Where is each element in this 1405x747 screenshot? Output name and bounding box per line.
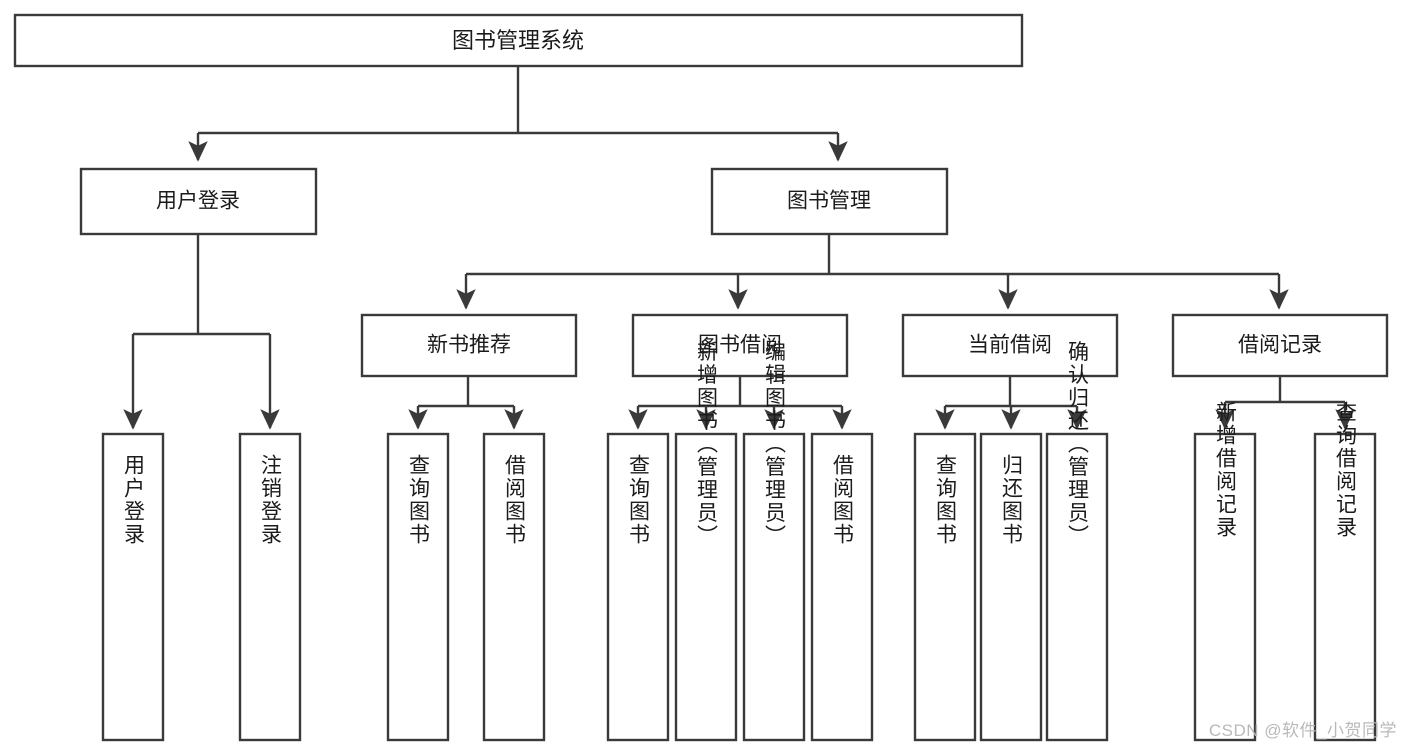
leaf-book-borrow-4[interactable]: 借阅图书	[810, 432, 874, 742]
leaf-label: 借阅图书	[503, 454, 527, 546]
leaf-box[interactable]	[742, 432, 806, 742]
leaf-box[interactable]	[674, 432, 738, 742]
csdn-watermark: CSDN @软件_小贺同学	[1208, 721, 1397, 740]
leaf-label: 新增图书（管理员）	[695, 341, 719, 548]
node-root[interactable]: 图书管理系统	[13, 13, 1024, 68]
leaf-user-login-1[interactable]: 用户登录	[101, 432, 165, 742]
node-user-login-label: 用户登录	[156, 190, 240, 213]
leaf-box[interactable]	[238, 432, 302, 742]
leaf-book-borrow-1[interactable]: 查询图书	[606, 432, 670, 742]
leaf-current-borrow-2[interactable]: 归还图书	[979, 432, 1043, 742]
leaf-new-book-recommend-2[interactable]: 借阅图书	[482, 432, 546, 742]
leaf-box[interactable]	[810, 432, 874, 742]
node-book-management[interactable]: 图书管理	[710, 167, 949, 236]
edges-root-to-level2	[188, 66, 848, 162]
leaf-box[interactable]	[386, 432, 450, 742]
node-book-borrow[interactable]: 图书借阅	[631, 313, 849, 378]
node-book-management-label: 图书管理	[787, 190, 871, 213]
node-root-label: 图书管理系统	[452, 28, 584, 53]
node-new-book-recommend-label: 新书推荐	[427, 334, 511, 357]
leaf-box[interactable]	[606, 432, 670, 742]
leaf-label: 新增借阅记录	[1214, 401, 1238, 539]
edges-book-management-to-level3	[456, 234, 1289, 310]
edges-new-book-recommend-to-leaves	[408, 376, 524, 430]
edges-borrow-record-to-leaves	[1215, 376, 1355, 430]
leaf-borrow-record-2[interactable]: 查询借阅记录	[1313, 401, 1377, 742]
node-borrow-record-box[interactable]	[1171, 313, 1389, 378]
edges-current-borrow-to-leaves	[935, 376, 1087, 430]
leaf-box[interactable]	[1193, 432, 1257, 742]
leaf-label: 归还图书	[1000, 454, 1024, 546]
node-current-borrow-box[interactable]	[901, 313, 1119, 378]
node-new-book-recommend-box[interactable]	[360, 313, 578, 378]
node-root-box[interactable]	[13, 13, 1024, 68]
leaf-box[interactable]	[913, 432, 977, 742]
leaf-user-login-2[interactable]: 注销登录	[238, 432, 302, 742]
node-current-borrow[interactable]: 当前借阅	[901, 313, 1119, 378]
edges-user-login-to-leaves	[123, 234, 280, 430]
leaf-label: 查询图书	[407, 454, 431, 546]
leaf-label: 注销登录	[259, 454, 283, 546]
leaf-current-borrow-1[interactable]: 查询图书	[913, 432, 977, 742]
leaf-label: 查询图书	[627, 454, 651, 546]
leaf-label: 借阅图书	[831, 454, 855, 546]
leaf-current-borrow-3[interactable]: 确认归还（管理员）	[1045, 341, 1109, 742]
leaf-box[interactable]	[482, 432, 546, 742]
node-user-login[interactable]: 用户登录	[79, 167, 318, 236]
node-current-borrow-label: 当前借阅	[968, 334, 1052, 357]
node-book-borrow-label: 图书借阅	[698, 334, 782, 357]
node-user-login-box[interactable]	[79, 167, 318, 236]
leaf-box[interactable]	[1045, 432, 1109, 742]
leaf-label: 编辑图书（管理员）	[763, 341, 787, 548]
leaf-book-borrow-2[interactable]: 新增图书（管理员）	[674, 341, 738, 742]
leaf-label: 查询借阅记录	[1334, 401, 1358, 539]
node-new-book-recommend[interactable]: 新书推荐	[360, 313, 578, 378]
node-borrow-record[interactable]: 借阅记录	[1171, 313, 1389, 378]
leaf-label: 确认归还（管理员）	[1066, 341, 1090, 548]
leaf-new-book-recommend-1[interactable]: 查询图书	[386, 432, 450, 742]
leaf-book-borrow-3[interactable]: 编辑图书（管理员）	[742, 341, 806, 742]
node-book-borrow-box[interactable]	[631, 313, 849, 378]
leaf-label: 查询图书	[934, 454, 958, 546]
leaf-box[interactable]	[979, 432, 1043, 742]
leaf-label: 用户登录	[122, 454, 146, 546]
leaf-box[interactable]	[1313, 432, 1377, 742]
leaf-borrow-record-1[interactable]: 新增借阅记录	[1193, 401, 1257, 742]
node-book-management-box[interactable]	[710, 167, 949, 236]
node-borrow-record-label: 借阅记录	[1238, 334, 1322, 357]
leaf-box[interactable]	[101, 432, 165, 742]
edges-book-borrow-to-leaves	[628, 376, 852, 430]
